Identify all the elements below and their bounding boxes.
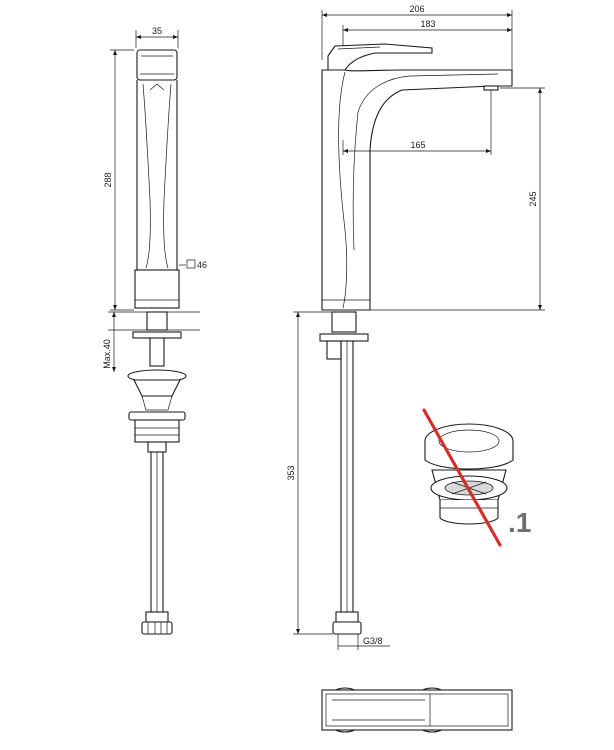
side-view: 206 183 165 245 xyxy=(286,4,545,650)
label-spout-inner: 165 xyxy=(410,140,425,150)
dim-spout-inner: 165 xyxy=(342,90,492,155)
dim-front-width: 35 xyxy=(135,26,179,48)
dim-thread: G3/8 xyxy=(337,634,390,650)
label-max-40: Max.40 xyxy=(102,339,112,369)
label-total-height: 353 xyxy=(286,465,296,480)
dim-overall-width: 206 xyxy=(321,4,513,70)
top-view xyxy=(321,687,513,733)
label-overall-width: 206 xyxy=(409,4,424,14)
strike-through-line xyxy=(422,408,502,547)
front-view: 35 288 46 xyxy=(102,26,207,635)
dim-max-40: Max.40 xyxy=(102,312,116,372)
dim-square-46: 46 xyxy=(179,259,207,270)
label-spout-height: 245 xyxy=(528,191,538,206)
label-front-width: 35 xyxy=(152,26,162,36)
label-thread: G3/8 xyxy=(363,636,383,646)
accessory-code: .1 xyxy=(508,507,531,538)
dim-front-height: 288 xyxy=(103,49,134,311)
label-square-46: 46 xyxy=(197,260,207,270)
label-front-height: 288 xyxy=(103,172,113,187)
dim-total-height: 353 xyxy=(286,311,333,635)
dim-spout-height: 245 xyxy=(370,87,545,311)
waste-accessory: .1 xyxy=(422,408,531,547)
label-spout-reach: 183 xyxy=(420,19,435,29)
